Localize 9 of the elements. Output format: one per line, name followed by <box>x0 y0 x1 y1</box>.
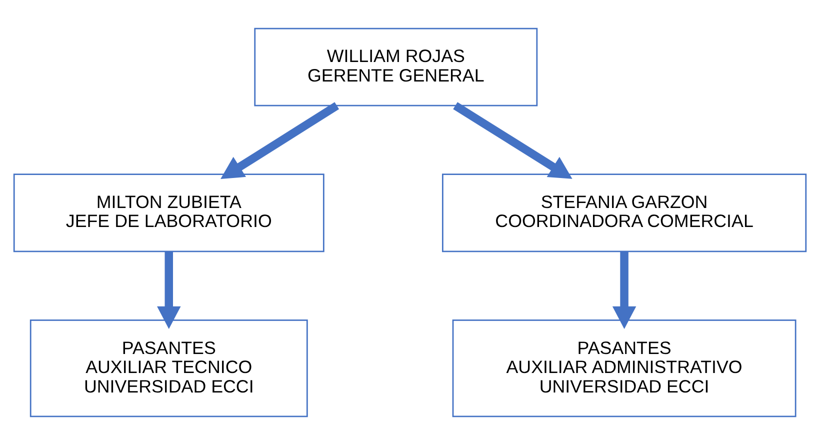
arrow <box>157 251 181 329</box>
node-box: MILTON ZUBIETA JEFE DE LABORATORIO <box>13 173 324 252</box>
node-box: STEFANIA GARZON COORDINADORA COMERCIAL <box>442 173 807 252</box>
node-box: WILLIAM ROJAS GERENTE GENERAL <box>254 27 538 106</box>
arrow <box>612 251 636 329</box>
arrow <box>220 102 340 178</box>
node-box: PASANTES AUXILIAR TECNICO UNIVERSIDAD ECCI <box>30 319 308 417</box>
arrow <box>453 102 572 178</box>
node-box: PASANTES AUXILIAR ADMINISTRATIVO UNIVERSIDAD ECCI <box>452 319 796 417</box>
